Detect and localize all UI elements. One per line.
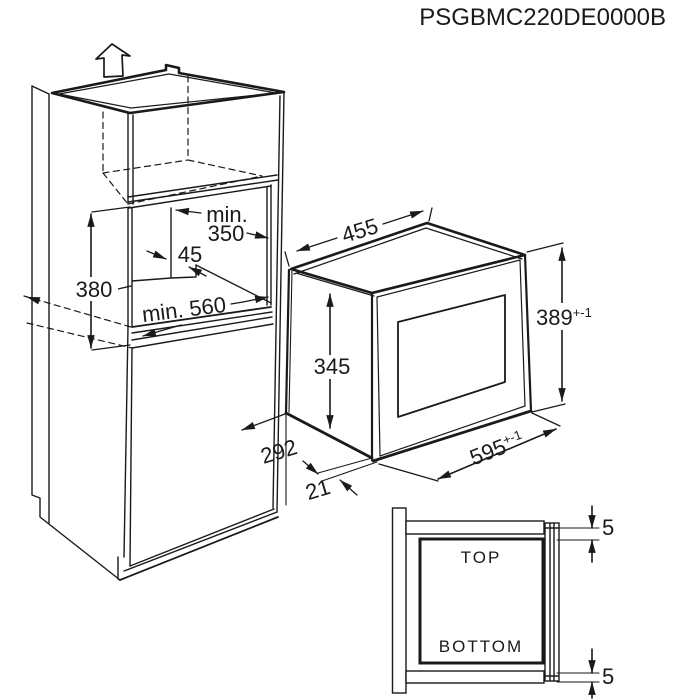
up-arrow-icon xyxy=(95,43,131,78)
model-number: PSGBMC220DE0000B xyxy=(419,4,666,31)
dim-back-offset: 45 xyxy=(178,242,202,267)
dim-gap-top: 5 xyxy=(602,515,614,540)
section-label-bottom: BOTTOM xyxy=(439,637,523,656)
dim-body-height: 345 xyxy=(314,354,351,379)
cabinet-dimensions xyxy=(70,206,269,351)
dim-gap-bottom: 5 xyxy=(602,664,614,689)
cabinet-drawing xyxy=(23,43,286,581)
dim-front-width: 595+-1 xyxy=(466,427,527,470)
dim-niche-depth-value: 350 xyxy=(208,221,245,246)
section-bottom-shelf xyxy=(405,670,545,684)
microwave-drawing xyxy=(284,221,533,506)
section-label-top: TOP xyxy=(461,548,502,567)
dim-front-height: 389+-1 xyxy=(536,305,592,330)
dim-niche-width: min. 560 xyxy=(141,292,228,327)
section-top-shelf xyxy=(405,520,545,535)
section-drawing xyxy=(391,507,560,694)
dim-niche-height: 380 xyxy=(76,277,113,302)
section-front-frame xyxy=(544,522,560,682)
section-oven-body xyxy=(418,537,545,665)
microwave-dimensions xyxy=(241,207,602,496)
dim-body-width: 455 xyxy=(339,213,381,248)
dim-niche-depth-min-label: min. xyxy=(206,202,248,227)
section-dimensions xyxy=(556,505,600,699)
dim-body-depth: 292 xyxy=(258,434,300,469)
section-back-panel xyxy=(391,507,407,694)
